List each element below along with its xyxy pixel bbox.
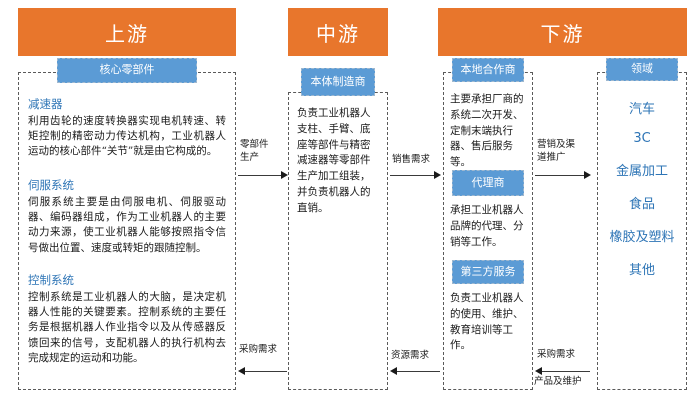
arrow-head-procurement-demand-2 [535, 367, 542, 375]
downstream-agent-label: 代理商 [471, 175, 505, 189]
downstream-third-party-box[interactable]: 第三方服务 [452, 260, 524, 284]
arrow-label-product-maintenance: 产品及维护 [534, 376, 582, 387]
fields-list: 汽车 3C 金属加工 食品 橡胶及塑料 其他 [597, 90, 687, 278]
header-midstream: 中游 [288, 8, 388, 56]
upstream-section-servo: 伺服系统 伺服系统主要是由伺服电机、伺服驱动器、编码器组成，作为工业机器人的主要… [28, 177, 226, 256]
upstream-section-reducer: 减速器 利用齿轮的速度转换器实现电机转速、转矩控制的精密动力传达机构，工业机器人… [28, 96, 226, 160]
header-midstream-label: 中游 [316, 21, 360, 46]
header-downstream-label: 下游 [540, 21, 585, 46]
arrow-head-parts-production [281, 171, 288, 179]
downstream-local-partner-box[interactable]: 本地合作商 [452, 58, 524, 82]
arrow-head-procurement-demand-1 [238, 367, 245, 375]
field-item-other[interactable]: 其他 [628, 263, 655, 278]
header-downstream: 下游 [438, 8, 687, 56]
arrow-line-parts-production [238, 175, 282, 176]
midstream-category-box[interactable]: 本体制造商 [301, 68, 375, 96]
upstream-category-label: 核心零部件 [99, 63, 155, 77]
fields-category-box[interactable]: 领域 [606, 58, 678, 81]
arrow-head-resource-demand [390, 367, 397, 375]
field-item-3c[interactable]: 3C [633, 131, 651, 146]
arrow-label-procurement-demand-2: 采购需求 [537, 349, 576, 360]
field-item-rubber-plastic[interactable]: 橡胶及塑料 [609, 230, 675, 245]
arrow-label-marketing-promotion: 营销及渠 道推广 [537, 139, 576, 163]
downstream-local-partner-description: 主要承担厂商的系统二次开发、定制末端执行器、售后服务等。 [450, 93, 524, 168]
downstream-agent-box[interactable]: 代理商 [452, 170, 524, 196]
field-item-food[interactable]: 食品 [628, 197, 655, 212]
field-item-metalwork[interactable]: 金属加工 [615, 164, 668, 179]
midstream-category-label: 本体制造商 [310, 74, 366, 88]
arrow-line-procurement-demand-2 [540, 371, 590, 372]
upstream-section-control-body: 控制系统是工业机器人的大脑，是决定机器人性能的关键要素。控制系统的主要任务是根据… [28, 291, 226, 364]
upstream-section-control-title: 控制系统 [28, 273, 74, 287]
arrow-head-marketing-promotion [584, 171, 591, 179]
arrow-line-sales-demand [390, 175, 435, 176]
upstream-category-box[interactable]: 核心零部件 [57, 58, 197, 83]
arrow-line-marketing-promotion [535, 175, 585, 176]
fields-category-label: 领域 [631, 62, 653, 76]
arrow-label-parts-production: 零部件 生产 [240, 139, 269, 163]
arrow-line-resource-demand [395, 371, 440, 372]
downstream-agent-description: 承担工业机器人品牌的代理、分销等工作。 [450, 204, 524, 248]
upstream-section-control: 控制系统 控制系统是工业机器人的大脑，是决定机器人性能的关键要素。控制系统的主要… [28, 272, 226, 366]
arrow-head-sales-demand [434, 171, 441, 179]
upstream-section-servo-body: 伺服系统主要是由伺服电机、伺服驱动器、编码器组成，作为工业机器人的主要动力来源，… [28, 196, 226, 254]
upstream-section-reducer-body: 利用齿轮的速度转换器实现电机转速、转矩控制的精密动力传达机构，工业机器人运动的核… [28, 115, 226, 158]
downstream-third-party-description: 负责工业机器人的使用、维护、教育培训等工作。 [450, 292, 524, 352]
downstream-third-party-label: 第三方服务 [460, 264, 516, 278]
field-item-automotive[interactable]: 汽车 [628, 102, 655, 117]
upstream-section-servo-title: 伺服系统 [28, 178, 74, 192]
header-upstream-label: 上游 [105, 21, 149, 46]
arrow-label-procurement-demand-1: 采购需求 [239, 344, 278, 355]
arrow-line-procurement-demand-1 [243, 371, 287, 372]
header-upstream: 上游 [18, 8, 236, 56]
downstream-local-partner-label: 本地合作商 [460, 62, 516, 76]
arrow-label-sales-demand: 销售需求 [392, 154, 431, 165]
arrow-label-resource-demand: 资源需求 [391, 350, 430, 361]
upstream-section-reducer-title: 减速器 [28, 97, 63, 111]
midstream-description: 负责工业机器人支柱、手臂、底座等部件与精密减速器等零部件生产加工组装，并负责机器… [297, 107, 371, 214]
